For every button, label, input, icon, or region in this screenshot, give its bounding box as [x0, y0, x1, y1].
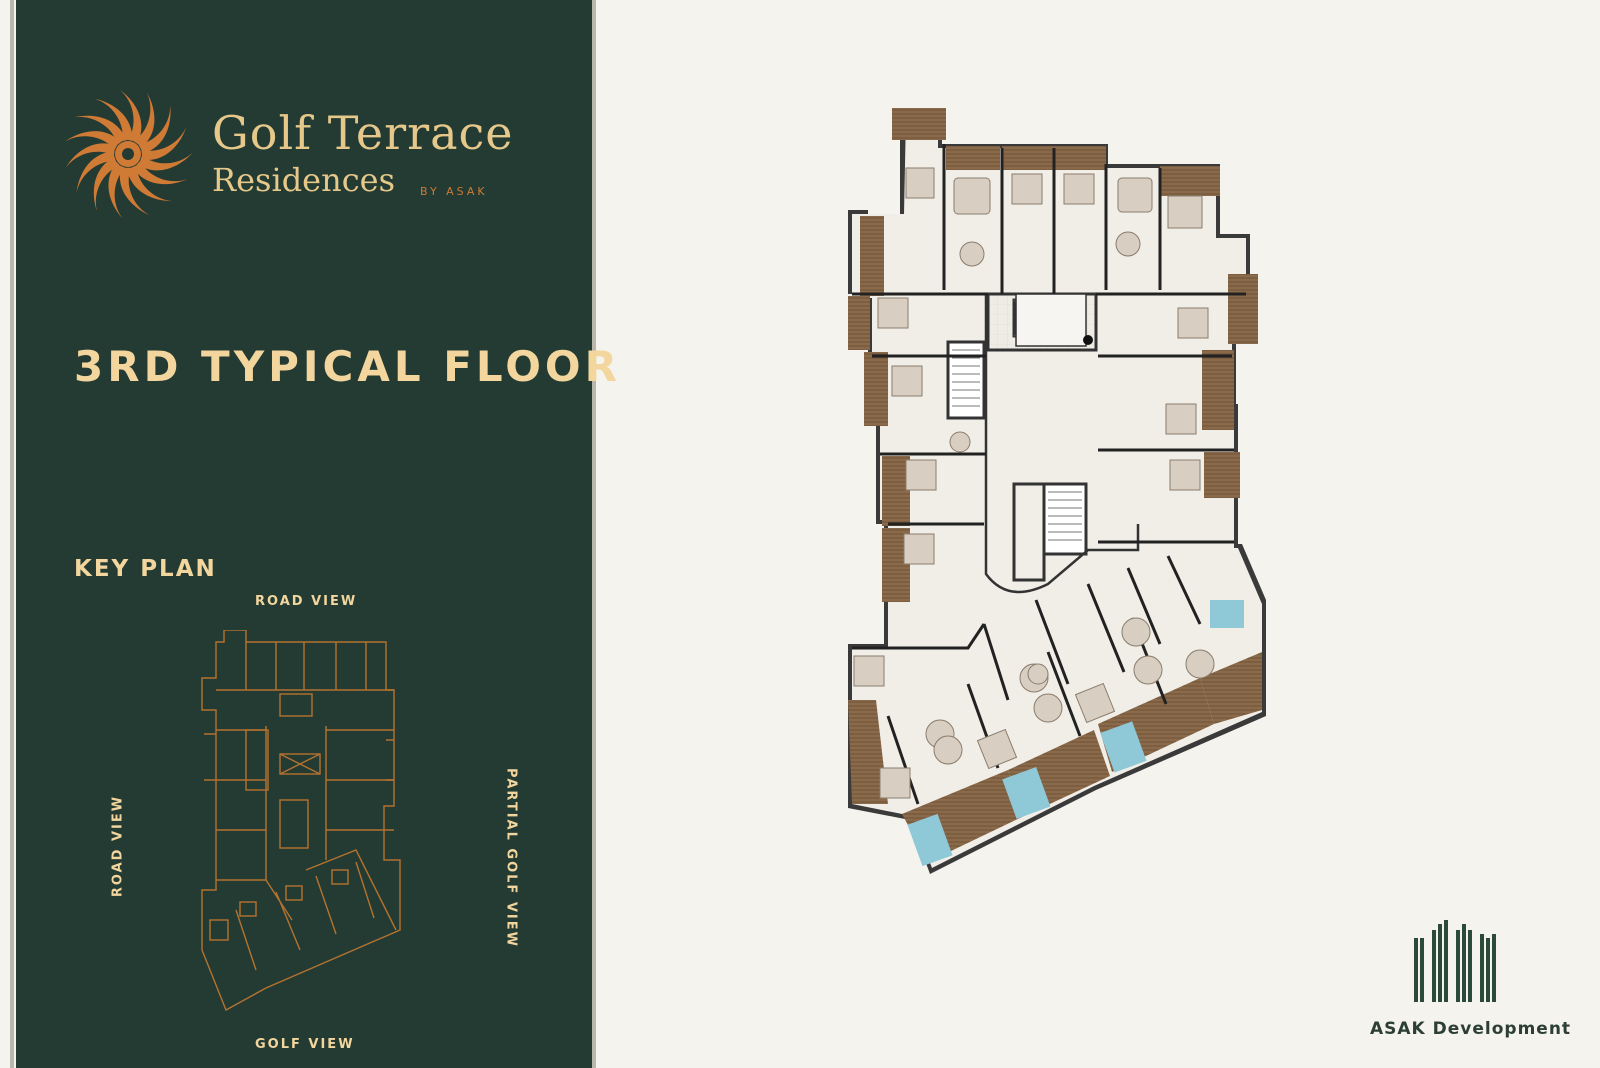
- flower-swirl-icon: [62, 90, 194, 220]
- view-label-right: PARTIAL GOLF VIEW: [503, 768, 519, 948]
- panel-border-left: [10, 0, 14, 1068]
- view-label-top: ROAD VIEW: [255, 594, 358, 609]
- brand-by-label: BY ASAK: [420, 185, 488, 198]
- view-label-bottom: GOLF VIEW: [255, 1037, 355, 1052]
- panel-border-right: [592, 0, 596, 1068]
- floor-title: 3RD TYPICAL FLOOR: [74, 342, 621, 391]
- key-plan-title: KEY PLAN: [74, 556, 217, 582]
- brand-subtitle: Residences: [212, 161, 395, 199]
- info-panel: Golf Terrace Residences BY ASAK 3RD TYPI…: [0, 0, 621, 1068]
- key-plan-drawing: [201, 630, 401, 1011]
- floor-plan-drawing: [848, 108, 1266, 874]
- building-bars-icon: [1414, 920, 1496, 1002]
- view-label-left: ROAD VIEW: [110, 794, 126, 898]
- developer-name: ASAK Development: [1370, 1019, 1572, 1039]
- brand-name: Golf Terrace: [212, 106, 514, 160]
